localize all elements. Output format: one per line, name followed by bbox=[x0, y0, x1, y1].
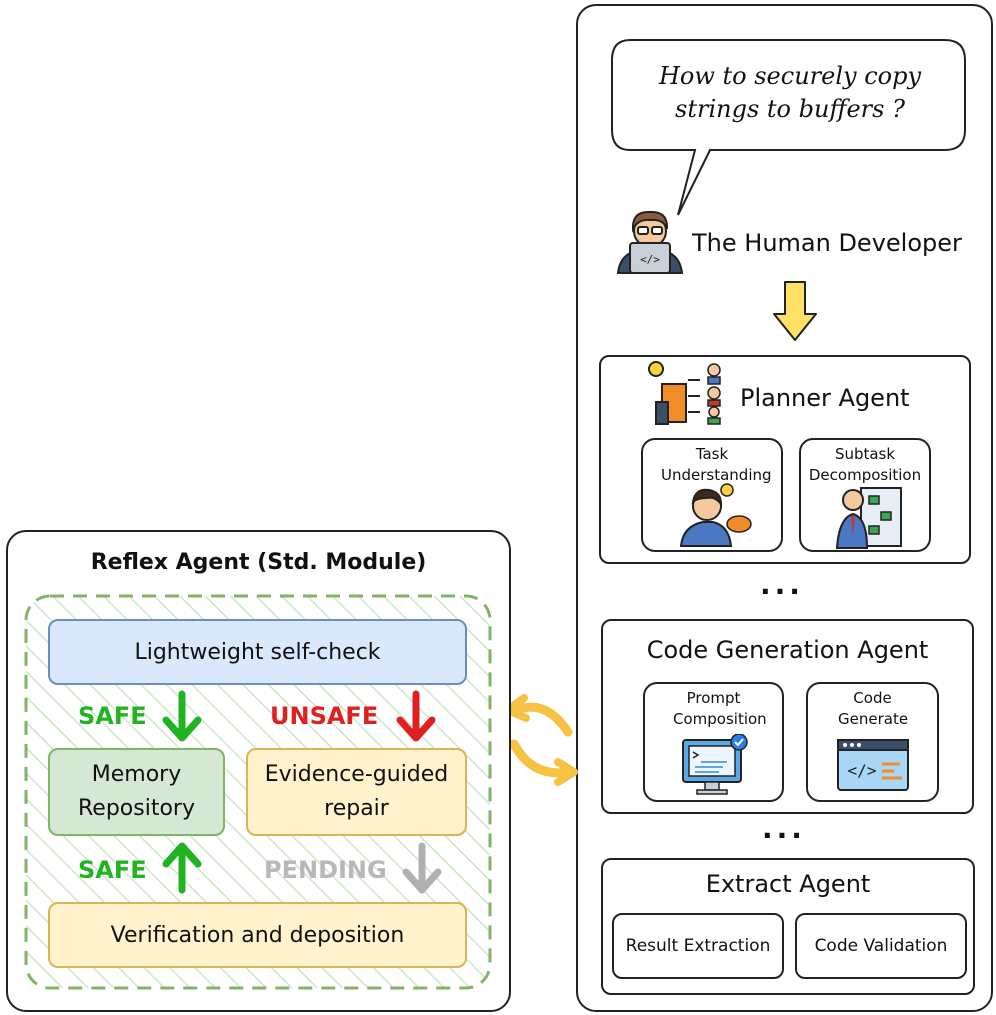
result-extraction-card: Result Extraction bbox=[612, 913, 784, 979]
memory-repository-box: Memory Repository bbox=[48, 748, 225, 836]
code-validation-card: Code Validation bbox=[795, 913, 967, 979]
code-generation-title: Code Generation Agent bbox=[646, 636, 929, 664]
ellipsis-1: ... bbox=[760, 568, 804, 601]
svg-text:</>: </> bbox=[640, 253, 660, 266]
developer-label: The Human Developer bbox=[692, 229, 962, 257]
subtask-decomposition-card: Subtask Decomposition bbox=[799, 438, 931, 552]
thinking-person-icon bbox=[679, 483, 752, 547]
task-understanding-label: Task Understanding bbox=[661, 445, 772, 484]
svg-text:</>: </> bbox=[848, 761, 877, 780]
unsafe-down-arrow-icon bbox=[396, 690, 436, 742]
prompt-composition-label: Prompt Composition bbox=[673, 689, 767, 728]
code-window-icon: </> bbox=[837, 739, 909, 791]
cycle-arrows-icon bbox=[504, 694, 578, 786]
verification-and-deposition-box: Verification and deposition bbox=[48, 902, 467, 968]
planner-icon bbox=[648, 361, 721, 425]
monitor-prompt-icon bbox=[682, 734, 748, 795]
speech-bubble bbox=[611, 39, 966, 216]
code-generate-card: Code Generate </> bbox=[806, 682, 939, 802]
extract-title: Extract Agent bbox=[705, 870, 871, 898]
prompt-composition-card: Prompt Composition bbox=[643, 682, 784, 802]
safe-up-arrow-icon bbox=[162, 842, 202, 894]
unsafe-label: UNSAFE bbox=[270, 702, 379, 730]
developer-icon: </> bbox=[616, 210, 684, 274]
pending-down-arrow-icon bbox=[402, 842, 442, 894]
ellipsis-2: ... bbox=[762, 812, 806, 845]
lightweight-self-check-box: Lightweight self-check bbox=[48, 619, 467, 685]
evidence-guided-repair-box: Evidence-guided repair bbox=[246, 748, 467, 836]
subtask-decomposition-label: Subtask Decomposition bbox=[808, 445, 922, 484]
safe-label-bottom: SAFE bbox=[78, 856, 147, 884]
safe-down-arrow-icon bbox=[162, 690, 202, 742]
presenter-flowchart-icon bbox=[835, 487, 902, 549]
pending-label: PENDING bbox=[264, 856, 387, 884]
developer-question: How to securely copy strings to buffers … bbox=[658, 62, 922, 123]
down-arrow-icon bbox=[773, 281, 817, 341]
code-generate-label: Code Generate bbox=[838, 689, 909, 728]
planner-title: Planner Agent bbox=[740, 384, 910, 412]
task-understanding-card: Task Understanding bbox=[641, 438, 783, 552]
reflex-title: Reflex Agent (Std. Module) bbox=[90, 550, 427, 575]
safe-label-top: SAFE bbox=[78, 702, 147, 730]
